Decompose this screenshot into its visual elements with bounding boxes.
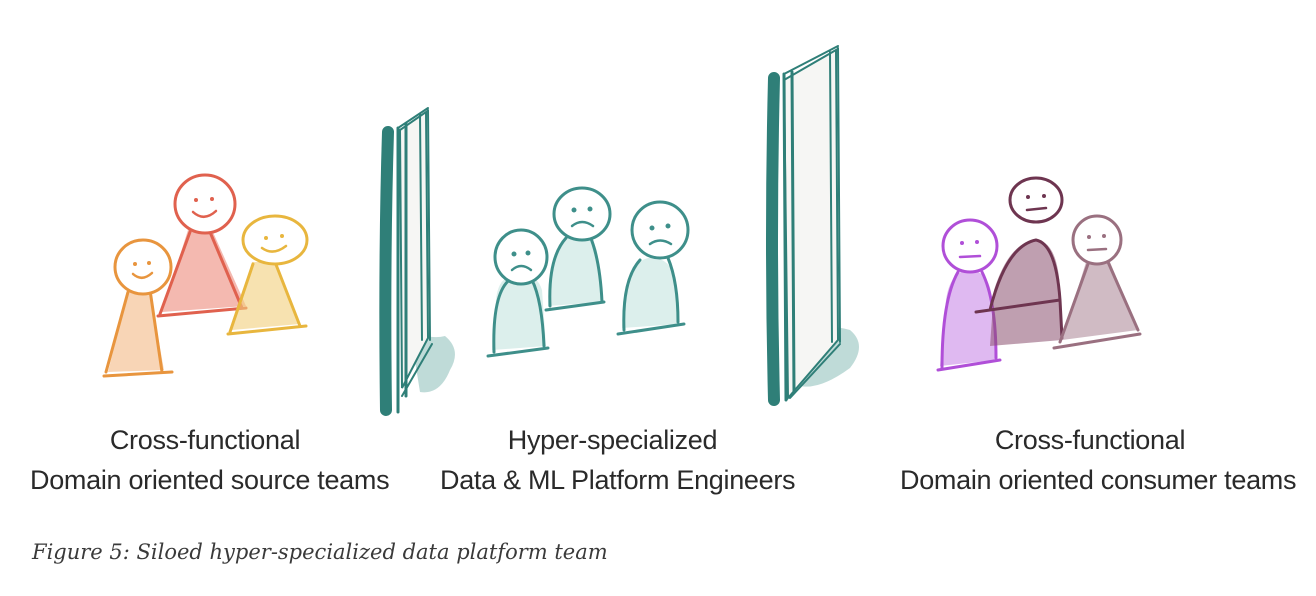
siloed-teams-illustration [102, 45, 1142, 416]
consumer-teams-label-line1: Cross-functional [994, 425, 1186, 455]
source-person-orange-icon [102, 238, 174, 378]
source-person-yellow-icon [226, 214, 309, 336]
consumer-person-maroon-icon [974, 176, 1064, 346]
wall-right [766, 45, 859, 406]
figure-caption: Figure 5: Siloed hyper-specialized data … [32, 540, 608, 564]
platform-engineer-left-icon [486, 228, 550, 358]
source-teams-label-line2: Domain oriented source teams [30, 465, 390, 495]
consumer-teams-label: Cross-functional Domain oriented consume… [900, 420, 1297, 500]
source-teams-label: Cross-functional Domain oriented source … [30, 420, 390, 500]
platform-engineers-label-line2: Data & ML Platform Engineers [440, 465, 796, 495]
consumer-team-group [936, 176, 1142, 372]
platform-engineer-middle-icon [544, 186, 612, 312]
platform-engineer-right-icon [616, 200, 690, 336]
platform-engineers-label: Hyper-specialized Data & ML Platform Eng… [440, 420, 796, 500]
consumer-person-purple-icon [936, 218, 1002, 372]
source-team-group [102, 173, 309, 378]
platform-engineers-label-line1: Hyper-specialized [507, 425, 718, 455]
platform-team-group [486, 186, 690, 358]
source-person-red-icon [156, 173, 248, 318]
wall-left [379, 107, 455, 416]
consumer-person-mauve-icon [1052, 214, 1142, 350]
consumer-teams-label-line2: Domain oriented consumer teams [900, 465, 1297, 495]
source-teams-label-line1: Cross-functional [109, 425, 301, 455]
